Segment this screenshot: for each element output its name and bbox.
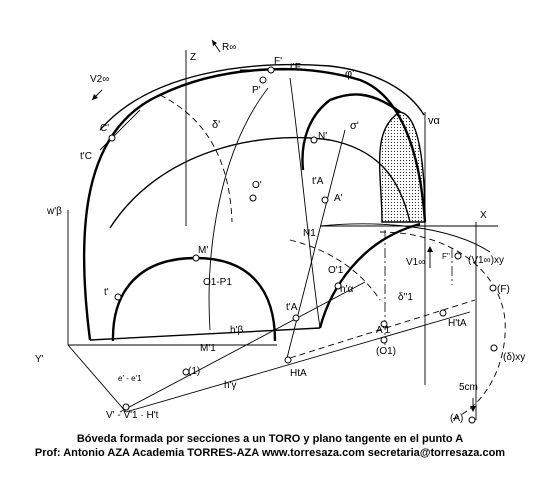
label-delta-xy: (δ)xy <box>503 352 525 363</box>
point-v <box>122 403 130 411</box>
label-sigma-prime: σ' <box>350 120 359 132</box>
right-floor <box>319 223 491 253</box>
h-gamma-trace <box>119 281 366 413</box>
label-v-alpha: vα <box>428 115 441 127</box>
label-ta-prime: t'A <box>312 176 324 187</box>
label-v1inf-xy: (V1∞)xy <box>468 255 504 266</box>
label-a1-prime: A'1 <box>376 325 391 336</box>
point-a1 <box>380 320 388 328</box>
point-f <box>267 66 275 74</box>
point-p <box>259 76 267 84</box>
tangent-line-ta <box>285 129 346 363</box>
point-f-dprime <box>454 252 462 260</box>
label-o1-paren: (O1) <box>376 346 396 357</box>
small-arch <box>111 256 277 342</box>
label-z: Z <box>190 52 196 63</box>
point-o <box>249 194 257 202</box>
label-ta1-prime: t'A <box>286 302 298 313</box>
label-p-prime: P' <box>252 85 261 96</box>
label-f-dprime: F'' <box>442 252 450 261</box>
r-inf-arrow-head <box>212 40 217 46</box>
label-w-beta: w'β <box>46 206 62 217</box>
section-curve-np <box>289 77 321 329</box>
label-tc-prime: t'C <box>80 151 92 162</box>
label-o1-prime: O'1 <box>328 265 344 276</box>
label-n1: N1 <box>303 228 316 239</box>
point-m <box>192 254 200 262</box>
caption: Bóveda formada por secciones a un TORO y… <box>0 432 540 480</box>
label-n-prime: N' <box>318 131 327 142</box>
scale-arrow-head <box>470 406 476 412</box>
point-t <box>114 293 122 301</box>
label-phi-prime: φ' <box>345 68 354 80</box>
caption-credits: Prof: Antonio AZA Academia TORRES-AZA ww… <box>34 447 506 459</box>
v1-inf-arrow-head <box>427 246 433 252</box>
label-delta-dprime: δ''1 <box>398 292 413 303</box>
label-c-prime: C' <box>100 123 109 134</box>
label-ht-a2: HtA <box>290 368 307 379</box>
point-n <box>310 136 318 144</box>
label-delta-prime: δ' <box>212 119 220 131</box>
point-one <box>182 368 190 376</box>
point-o1 <box>334 282 342 290</box>
point-ta1 <box>292 314 300 322</box>
y-axis <box>67 344 127 413</box>
label-e-e1: e' - e'1 <box>118 374 142 383</box>
label-f-paren: (F) <box>497 284 510 295</box>
vault-outline <box>82 63 506 421</box>
h-alpha-trace <box>289 299 476 359</box>
label-v2-inf: V2∞ <box>90 74 109 85</box>
label-one: (1) <box>188 366 200 377</box>
label-a-paren: (A) <box>450 413 463 424</box>
labels: Z R∞ V2∞ F' t'F φ' P' C' t'C δ' N' σ' vα… <box>35 42 525 424</box>
label-v-bottom: V' - V'1 · H't <box>106 410 159 421</box>
point-a-paren <box>468 416 476 424</box>
label-y-prime: Y' <box>35 354 44 365</box>
label-tf-prime: t'F <box>290 62 301 73</box>
dashed-big-circle <box>379 231 506 421</box>
label-ht-a: H'tA <box>448 318 467 329</box>
point-o1-paren <box>380 336 388 344</box>
label-h-alpha: h'α <box>340 284 353 295</box>
torus-vault-diagram: Z R∞ V2∞ F' t'F φ' P' C' t'C δ' N' σ' vα… <box>35 39 525 424</box>
section-sigma-shaded <box>378 111 426 223</box>
label-h-gamma: h'γ <box>224 380 236 391</box>
label-r-inf: R∞ <box>222 42 236 53</box>
point-f-paren <box>489 284 497 292</box>
dashed-inner-loop <box>159 94 233 223</box>
outer-arc-double <box>99 63 425 131</box>
point-hta <box>439 309 447 317</box>
label-h-beta: h'β <box>230 325 243 336</box>
tangent-line-tc <box>99 109 141 151</box>
caption-title: Bóveda formada por secciones a un TORO y… <box>76 433 464 445</box>
label-o-prime: O' <box>252 180 262 191</box>
arch-base <box>89 327 321 341</box>
point-c <box>108 134 116 142</box>
outer-vault-contour <box>82 67 427 341</box>
h-beta-trace <box>125 311 471 413</box>
section-curve-delta <box>208 87 269 331</box>
arrows <box>91 39 476 412</box>
axes <box>67 50 498 420</box>
label-t-prime: t' <box>104 287 109 298</box>
label-a-prime: A' <box>334 193 343 204</box>
point-htA-bottom <box>284 356 292 364</box>
dashed-right-arc <box>289 239 381 301</box>
label-m1-prime: M'1 <box>200 343 216 354</box>
section-curve-phi <box>301 93 401 171</box>
label-m-prime: M' <box>198 245 208 256</box>
label-f-prime: F' <box>274 56 282 67</box>
right-sector <box>318 222 421 329</box>
points <box>108 66 498 424</box>
label-scale: 5cm <box>459 382 478 393</box>
point-a <box>321 196 329 204</box>
label-x: X <box>480 210 487 221</box>
point-delta-xy <box>490 344 498 352</box>
label-v1-inf: V1∞ <box>406 257 425 268</box>
v2-inf-arrow-head <box>92 94 98 100</box>
label-o-p1: O1-P1 <box>203 277 232 288</box>
